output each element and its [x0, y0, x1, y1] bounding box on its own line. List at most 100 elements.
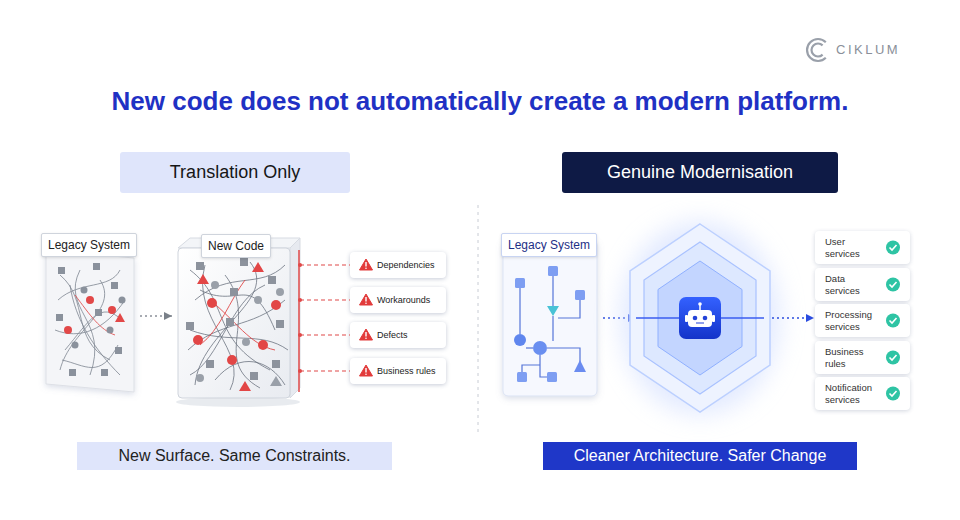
legacy-tangle-illustration [55, 270, 125, 375]
new-code-glass-box [195, 262, 257, 385]
legacy-tangle-illustration [65, 312, 122, 350]
service-box: User services [815, 231, 910, 264]
clean-legacy-illustration [548, 266, 558, 276]
check-icon [890, 245, 897, 250]
flow-arrow [806, 314, 814, 322]
leader-dot [298, 298, 302, 302]
check-icon [886, 314, 900, 328]
issue-callout: Workarounds [350, 287, 446, 313]
flow-arrow [603, 317, 628, 319]
new-code-glass-box [226, 318, 234, 326]
legacy-tangle-illustration [58, 267, 65, 274]
legacy-tangle-illustration [86, 296, 94, 304]
ai-hexagon [658, 261, 742, 375]
clean-legacy-illustration [503, 240, 597, 396]
card-label: Legacy System [501, 233, 597, 257]
warning-icon [360, 259, 373, 270]
caption-text: Cleaner Architecture. Safer Change [574, 447, 827, 465]
new-code-glass-box [176, 397, 300, 407]
issue-callout: Business rules [350, 358, 446, 384]
clean-legacy-illustration [547, 372, 557, 382]
robot-icon [696, 323, 704, 324]
clean-legacy-illustration [575, 290, 585, 300]
clean-legacy-illustration [547, 306, 559, 316]
brand-logo-text: CIKLUM [836, 42, 900, 57]
legacy-tangle-illustration [75, 270, 95, 375]
legacy-tangle-illustration [108, 306, 116, 314]
warning-icon [360, 329, 373, 340]
legacy-tangle-illustration [95, 309, 102, 316]
new-code-glass-box [250, 372, 258, 380]
legacy-tangle-illustration [81, 287, 88, 294]
header-text: Translation Only [170, 162, 300, 183]
logo-mark [807, 39, 826, 61]
clean-legacy-illustration [520, 276, 580, 377]
legacy-tangle-illustration [58, 270, 120, 300]
clean-legacy-illustration [547, 348, 580, 362]
new-code-glass-box [276, 320, 284, 328]
ai-hexagon [630, 224, 770, 412]
clean-legacy-illustration [552, 276, 553, 306]
warning-icon [365, 262, 366, 267]
clean-legacy-illustration [558, 300, 580, 318]
leader-dot [298, 263, 302, 373]
service-box: Business rules [815, 341, 910, 374]
warning-icon [365, 337, 367, 339]
check-icon [886, 387, 900, 401]
legacy-tangle-illustration [60, 280, 105, 370]
service-text: Data services [825, 273, 879, 296]
new-code-glass-box [215, 361, 285, 385]
check-icon [886, 278, 900, 292]
new-code-glass-box [290, 238, 300, 398]
warning-icon [365, 302, 367, 304]
clean-legacy-illustration [526, 347, 533, 348]
new-code-glass-box [197, 274, 209, 284]
new-code-glass-box [230, 288, 238, 296]
legacy-system-card: Legacy System [38, 233, 140, 393]
caption-band: New Surface. Same Constraints. [77, 442, 392, 470]
caption-band: Cleaner Architecture. Safer Change [543, 442, 857, 470]
legacy-tangle-illustration [101, 369, 108, 376]
new-code-glass-box [211, 281, 219, 289]
new-code-glass-box [186, 258, 284, 380]
flow-arrow [603, 314, 636, 322]
new-code-glass-box [210, 300, 275, 350]
new-code-glass-box [203, 265, 235, 390]
new-code-glass-box [206, 360, 214, 368]
warning-icon [365, 373, 367, 375]
new-code-glass-box [193, 262, 281, 391]
ai-hexagon [620, 222, 780, 414]
check-icon [886, 351, 900, 365]
new-code-glass-box [188, 300, 285, 350]
new-code-glass-box [190, 270, 270, 370]
clean-legacy-illustration [515, 278, 525, 288]
legacy-system-card: Legacy System [500, 233, 598, 399]
leader-dot [298, 263, 302, 267]
new-code-glass-box [195, 265, 285, 300]
new-code-box: New Code [172, 234, 300, 398]
leader-dot [298, 333, 302, 337]
new-code-glass-box [239, 381, 251, 391]
robot-icon [693, 316, 698, 321]
new-code-glass-box [176, 238, 300, 407]
service-text: User services [825, 236, 879, 259]
header-text: Genuine Modernisation [607, 162, 793, 183]
service-box: Data services [815, 268, 910, 301]
check-icon [886, 351, 900, 365]
check-icon [886, 314, 900, 328]
callout-text: Defects [377, 330, 408, 340]
check-icon [890, 391, 897, 396]
check-icon [890, 318, 897, 323]
new-code-glass-box [298, 250, 300, 392]
new-code-glass-box [258, 340, 268, 350]
legacy-tangle-illustration [107, 327, 114, 334]
new-code-glass-box [190, 330, 288, 350]
new-code-glass-box [242, 338, 250, 346]
clean-legacy-illustration [522, 365, 540, 372]
robot-icon [712, 315, 715, 322]
new-code-glass-box [276, 288, 284, 296]
legacy-tangle-illustration [64, 296, 125, 334]
leader-line [300, 370, 350, 371]
